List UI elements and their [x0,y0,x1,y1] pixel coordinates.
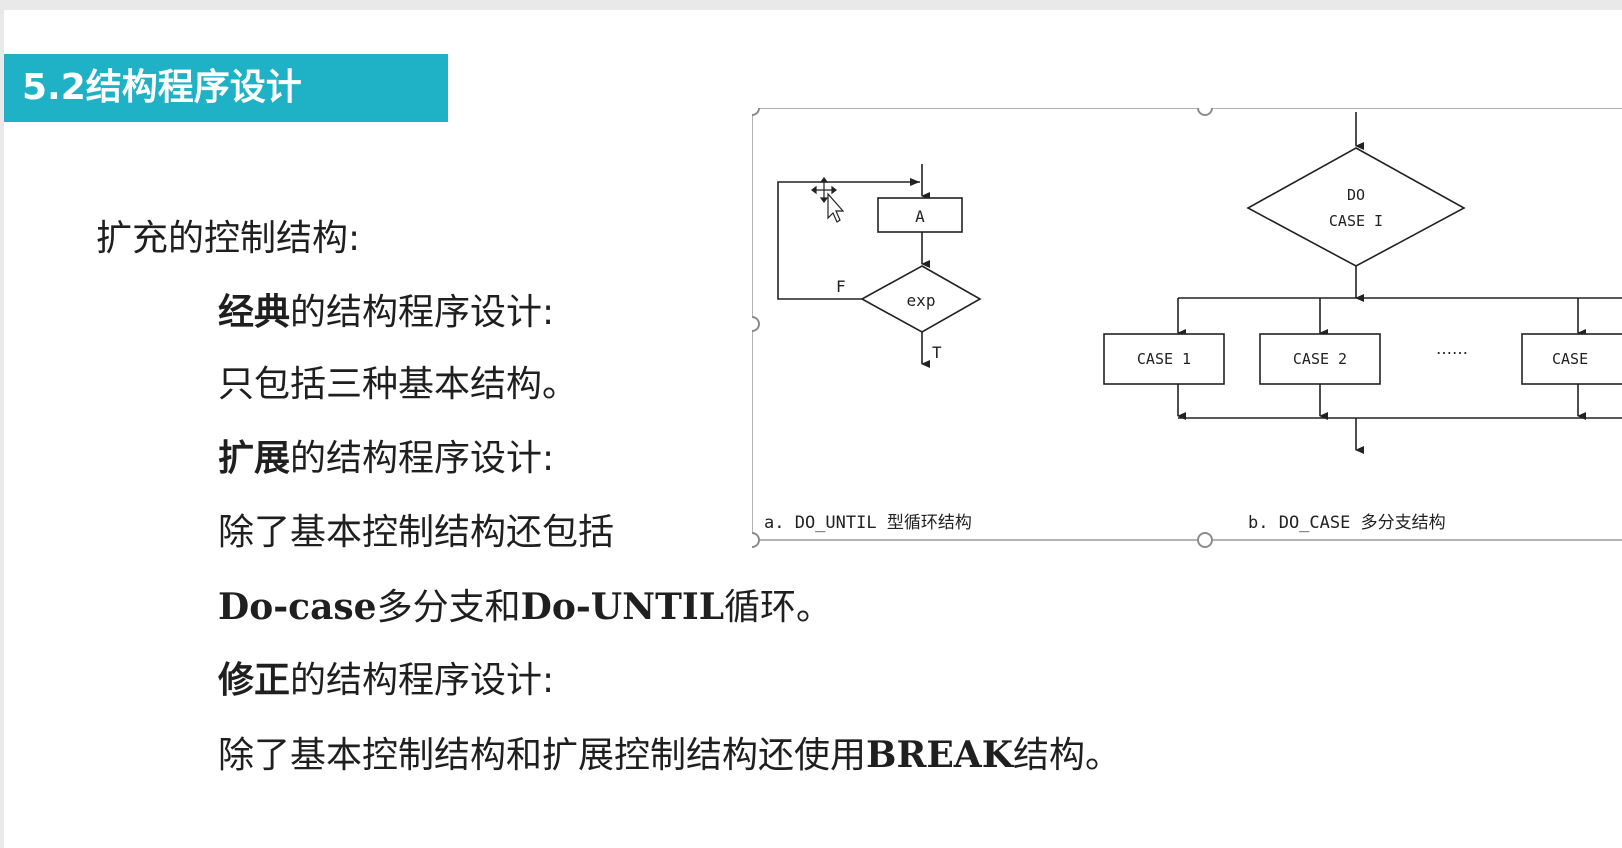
do-until-diagram [777,164,982,368]
slide: 5.2结构程序设计 扩充的控制结构: 经典的结构程序设计: 只包括三种基本结构。… [4,10,1622,848]
case-1-box [1103,333,1225,385]
classic-rest: 的结构程序设计: [290,292,555,333]
modified-bold: 修正 [218,660,291,701]
extended-desc2-d: 循环。 [724,587,833,628]
resize-handle-top-left [752,108,760,116]
classic-bold: 经典 [218,292,291,333]
slide-title[interactable]: 5.2结构程序设计 [22,67,302,108]
flowchart-image[interactable]: A exp F T [752,108,1622,578]
dountil-term: Do-UNTIL [520,586,725,628]
case-decision-line1: DO [1347,186,1365,204]
break-term: BREAK [866,734,1014,776]
until-false-label: F [836,277,846,296]
until-decision-label: exp [907,291,936,310]
selection-frame[interactable] [752,108,1622,548]
extended-rest: 的结构程序设计: [290,438,555,479]
case-2-label: CASE 2 [1293,350,1347,368]
move-cursor-icon [811,177,845,223]
case-2-box [1259,333,1381,385]
modified-desc-a: 除了基本控制结构和扩展控制结构还使用 [218,735,867,776]
modified-desc-line[interactable]: 除了基本控制结构和扩展控制结构还使用BREAK结构。 [218,732,1121,779]
classic-line[interactable]: 经典的结构程序设计: [218,290,554,336]
until-process-box [877,197,963,233]
extended-desc-line[interactable]: 除了基本控制结构还包括 [218,510,614,556]
do-case-diagram [1103,112,1622,454]
modified-line[interactable]: 修正的结构程序设计: [218,658,554,704]
extended-desc2-line[interactable]: Do-case多分支和Do-UNTIL循环。 [218,584,832,631]
extended-desc2-b: 多分支和 [376,587,521,628]
case-1-label: CASE 1 [1137,350,1191,368]
classic-desc: 只包括三种基本结构。 [218,364,579,405]
modified-rest: 的结构程序设计: [290,660,555,701]
case-decision-line2: CASE I [1329,212,1383,230]
extended-line[interactable]: 扩展的结构程序设计: [218,436,554,482]
resize-handle-bottom-left [752,532,760,548]
docase-term: Do-case [218,586,377,628]
case-caption: b. DO_CASE 多分支结构 [1248,513,1446,533]
heading-text[interactable]: 扩充的控制结构: [96,216,360,262]
extended-desc: 除了基本控制结构还包括 [218,512,615,553]
resize-handle-left-mid [752,316,760,332]
until-box-label: A [915,207,925,226]
modified-desc-c: 结构。 [1013,735,1122,776]
case-ellipsis: …… [1436,339,1468,358]
title-bar: 5.2结构程序设计 [4,54,448,122]
until-true-label: T [932,343,942,362]
until-caption: a. DO_UNTIL 型循环结构 [764,513,972,533]
case-n-box [1521,333,1622,385]
classic-desc-line[interactable]: 只包括三种基本结构。 [218,362,578,408]
resize-handle-top-mid [1197,108,1213,116]
extended-bold: 扩展 [218,438,291,479]
case-n-label: CASE [1552,350,1588,368]
case-decision-diamond [1246,147,1466,267]
resize-handle-bottom-mid [1197,532,1213,548]
heading-label: 扩充的控制结构: [96,218,361,259]
